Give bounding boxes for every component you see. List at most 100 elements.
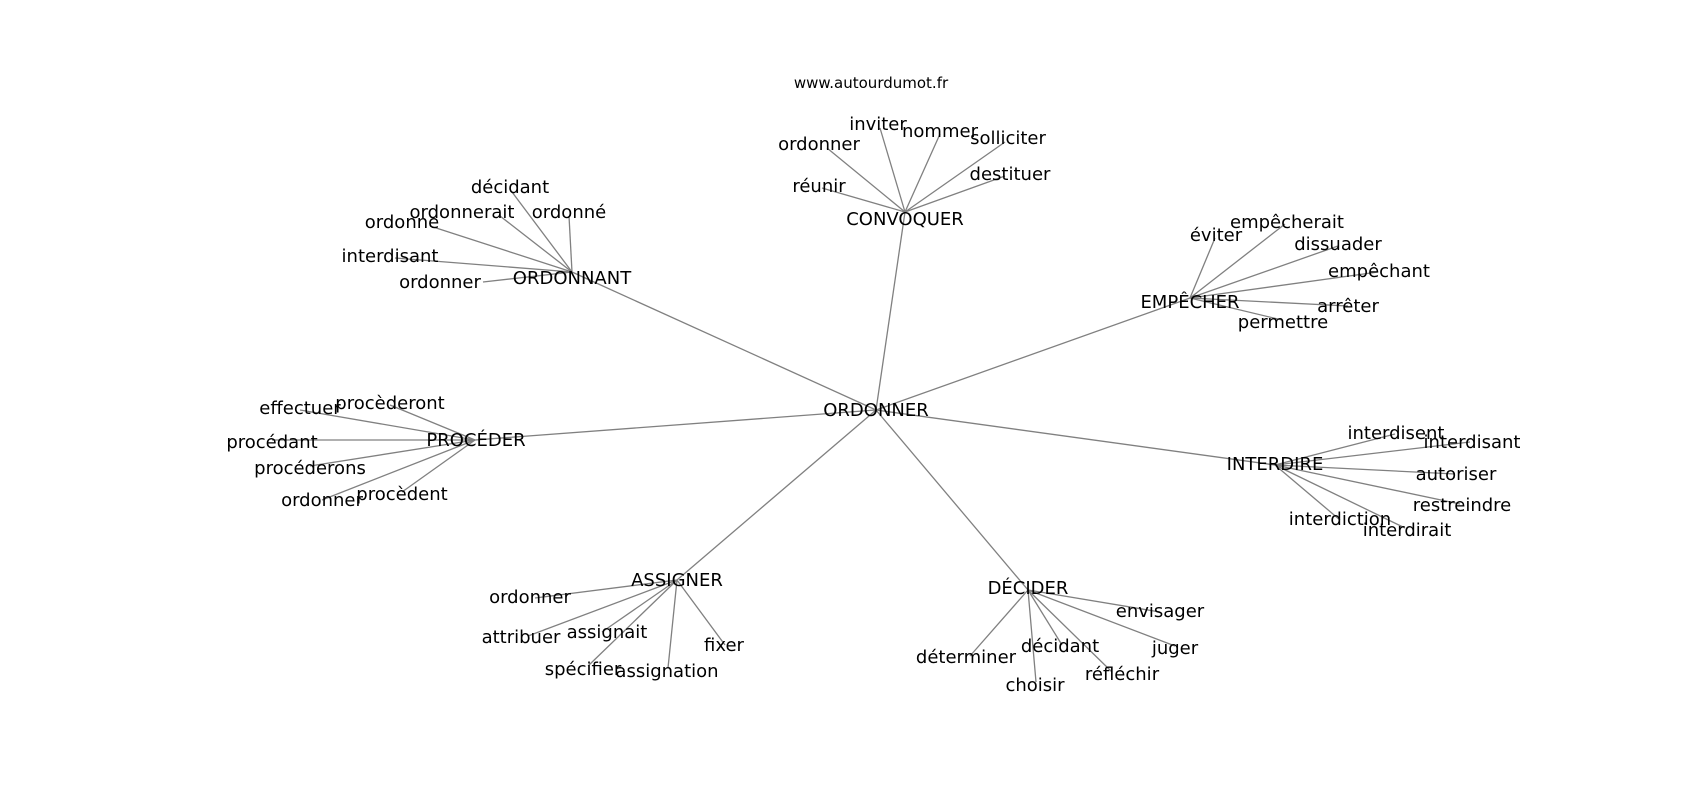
- leaf-node-label[interactable]: assignait: [567, 622, 648, 643]
- edge-interdire-interdirait: [1274, 464, 1406, 529]
- leaf-node-label[interactable]: attribuer: [482, 627, 561, 648]
- hub-node-label[interactable]: CONVOQUER: [846, 209, 964, 230]
- leaf-node-label[interactable]: ordonné: [532, 202, 606, 223]
- leaf-node-label[interactable]: interdisent: [1348, 423, 1445, 444]
- edge-root-empecher: [875, 297, 1191, 411]
- site-url: www.autourdumot.fr: [794, 74, 949, 92]
- leaf-node-label[interactable]: réfléchir: [1085, 664, 1160, 685]
- leaf-node-label[interactable]: ordonner: [399, 272, 481, 293]
- leaf-node-label[interactable]: ordonne: [365, 212, 439, 233]
- edge-proceder-procedent: [401, 439, 476, 493]
- leaf-node-label[interactable]: procéderons: [254, 458, 366, 479]
- leaf-node-label[interactable]: effectuer: [259, 398, 341, 419]
- edge-proceder-effectuer: [299, 409, 476, 441]
- leaf-node-label[interactable]: ordonner: [281, 490, 363, 511]
- leaf-node-label[interactable]: inviter: [849, 114, 907, 135]
- leaf-node-label[interactable]: spécifier: [545, 659, 622, 680]
- edge-empecher-dissuader: [1189, 245, 1339, 299]
- edge-proceder-procederons: [309, 439, 476, 467]
- leaf-node-label[interactable]: solliciter: [970, 128, 1046, 149]
- edge-assigner-assignation: [667, 579, 678, 669]
- leaf-node-label[interactable]: ordonnerait: [410, 202, 515, 223]
- edge-convoquer-ordonner: [826, 147, 906, 213]
- leaf-node-label[interactable]: fixer: [704, 635, 745, 656]
- edge-assigner-fixer: [676, 579, 726, 646]
- edge-proceder-procederont: [389, 404, 476, 441]
- leaf-node-label[interactable]: envisager: [1116, 601, 1205, 622]
- leaf-node-label[interactable]: juger: [1151, 638, 1199, 659]
- edge-ordonnant-ordonne2: [568, 215, 573, 273]
- leaf-node-label[interactable]: empêchant: [1328, 261, 1430, 282]
- leaf-node-label[interactable]: décidant: [1021, 636, 1099, 657]
- edge-interdire-interdiction: [1274, 464, 1341, 521]
- leaf-node-label[interactable]: interdiction: [1289, 509, 1391, 530]
- edge-interdire-interdisent: [1274, 433, 1396, 466]
- leaf-node-label[interactable]: déterminer: [916, 647, 1017, 668]
- leaf-node-label[interactable]: autoriser: [1416, 464, 1497, 485]
- edge-proceder-ordonner: [321, 439, 476, 501]
- edge-ordonnant-interdisant: [394, 257, 573, 273]
- edge-decider-envisager: [1027, 589, 1161, 613]
- leaf-node-label[interactable]: destituer: [970, 164, 1051, 185]
- leaf-node-label[interactable]: permettre: [1238, 312, 1328, 333]
- edge-decider-choisir: [1027, 589, 1037, 683]
- edge-ordonnant-ordonne: [429, 225, 573, 273]
- edge-empecher-empechant: [1189, 271, 1379, 299]
- edge-convoquer-inviter: [879, 127, 906, 213]
- edge-decider-juger: [1027, 589, 1176, 647]
- leaf-node-label[interactable]: réunir: [792, 176, 846, 197]
- hub-node-label[interactable]: ASSIGNER: [631, 570, 723, 591]
- edge-ordonnant-ordonnerait: [499, 215, 573, 273]
- leaf-node-label[interactable]: ordonner: [489, 587, 571, 608]
- edge-ordonnant-ordonner: [482, 271, 573, 283]
- leaf-node-label[interactable]: décidant: [471, 177, 549, 198]
- edge-root-ordonnant: [571, 271, 877, 411]
- edge-interdire-autoriser: [1274, 464, 1456, 475]
- edge-empecher-eviter: [1189, 237, 1216, 299]
- root-node-label[interactable]: ORDONNER: [823, 400, 929, 421]
- edge-root-assigner: [676, 409, 877, 581]
- leaf-node-label[interactable]: arrêter: [1317, 296, 1379, 317]
- hub-node-label[interactable]: PROCÉDER: [426, 429, 525, 451]
- edge-assigner-attribuer: [527, 579, 678, 637]
- edge-root-interdire: [875, 409, 1276, 466]
- leaf-node-label[interactable]: interdirait: [1363, 520, 1452, 541]
- leaf-node-label[interactable]: assignation: [615, 661, 718, 682]
- edge-assigner-assignait: [601, 579, 678, 633]
- leaf-node-label[interactable]: éviter: [1190, 225, 1243, 246]
- hub-node-label[interactable]: DÉCIDER: [988, 577, 1069, 599]
- leaf-node-label[interactable]: interdisant: [1424, 432, 1521, 453]
- leaf-node-label[interactable]: restreindre: [1413, 495, 1512, 516]
- edge-assigner-ordonner: [534, 579, 678, 599]
- edge-convoquer-destituer: [904, 175, 1006, 213]
- edge-root-decider: [875, 409, 1029, 591]
- leaf-node-label[interactable]: interdisant: [342, 246, 439, 267]
- edge-decider-decidant: [1027, 589, 1063, 646]
- edge-ordonnant-decidant: [511, 191, 573, 273]
- hub-node-label[interactable]: INTERDIRE: [1227, 454, 1324, 475]
- leaf-node-label[interactable]: choisir: [1005, 675, 1065, 696]
- edge-empecher-arreter: [1189, 297, 1349, 307]
- leaf-node-label[interactable]: procèderont: [335, 393, 444, 414]
- hub-node-label[interactable]: EMPÊCHER: [1140, 291, 1239, 313]
- edge-decider-determiner: [969, 589, 1029, 657]
- edge-convoquer-nommer: [904, 133, 941, 213]
- graph-edges: [272, 127, 1471, 683]
- leaf-node-label[interactable]: procèdent: [356, 484, 447, 505]
- edge-decider-reflechir: [1027, 589, 1113, 673]
- edge-interdire-interdisant: [1274, 441, 1471, 466]
- leaf-node-label[interactable]: nommer: [902, 121, 979, 142]
- edge-interdire-restreindre: [1274, 464, 1461, 505]
- hub-node-label[interactable]: ORDONNANT: [513, 268, 632, 289]
- edge-empecher-empecherait: [1189, 223, 1286, 299]
- edge-convoquer-solliciter: [904, 141, 1006, 213]
- graph-labels: ORDONNER CONVOQUER ordonner inviter nomm…: [226, 114, 1520, 696]
- leaf-node-label[interactable]: ordonner: [778, 134, 860, 155]
- leaf-node-label[interactable]: empêcherait: [1230, 212, 1344, 233]
- leaf-node-label[interactable]: dissuader: [1294, 234, 1382, 255]
- leaf-node-label[interactable]: procédant: [226, 432, 317, 453]
- edge-root-proceder: [474, 409, 877, 441]
- edge-root-convoquer: [875, 211, 906, 411]
- edge-empecher-permettre: [1189, 297, 1283, 321]
